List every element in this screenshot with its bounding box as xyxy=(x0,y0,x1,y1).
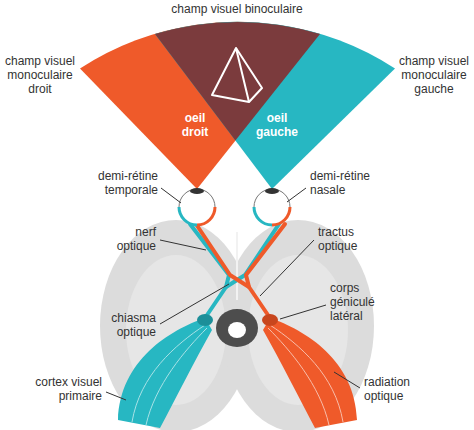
fibre xyxy=(246,224,285,318)
leader-line xyxy=(260,240,314,296)
part-label: chiasma optique xyxy=(96,312,156,340)
part-label: demi-rétine nasale xyxy=(310,170,400,198)
right-optic-radiation xyxy=(263,318,357,428)
leader-line xyxy=(280,305,326,319)
lens xyxy=(190,188,204,194)
leader-line xyxy=(334,372,360,388)
binocular-field xyxy=(155,22,320,141)
fibre xyxy=(190,224,229,318)
part-label: nerf optique xyxy=(100,226,156,254)
left-lgn xyxy=(197,314,213,326)
field-label: champ visuel monoculaire droit xyxy=(2,55,78,96)
part-label: corps géniculé latéral xyxy=(330,282,390,323)
field-label: champ visuel monoculaire gauche xyxy=(396,55,472,96)
right-lgn xyxy=(262,314,278,326)
brainstem xyxy=(216,309,258,347)
temporal-retina xyxy=(272,207,290,225)
eye-label: oeil droit xyxy=(172,112,218,140)
fibre xyxy=(146,328,207,425)
leader-line xyxy=(160,240,206,250)
brainstem-core xyxy=(228,322,246,338)
leader-line xyxy=(160,284,229,324)
fibre xyxy=(196,224,249,287)
left-eye-field xyxy=(155,22,395,189)
leader-lines xyxy=(106,188,360,400)
pyramid-icon xyxy=(212,48,262,102)
part-label: tractus optique xyxy=(318,226,378,254)
leader-line xyxy=(161,188,181,203)
fibre xyxy=(268,328,329,425)
left-eye xyxy=(254,189,290,225)
eye-label: oeil gauche xyxy=(254,112,300,140)
pyramid-face xyxy=(212,48,249,102)
lens xyxy=(265,188,279,194)
temporal-retina xyxy=(179,207,197,225)
nasal-retina xyxy=(254,207,272,225)
right-eye xyxy=(179,189,215,225)
pyramid-edge xyxy=(236,48,262,102)
part-label: demi-rétine temporale xyxy=(62,170,158,198)
part-label: radiation optique xyxy=(364,376,434,404)
leader-line xyxy=(106,392,126,400)
nasal-retina xyxy=(197,207,215,225)
field-title: champ visuel binoculaire xyxy=(87,3,387,17)
part-label: cortex visuel primaire xyxy=(10,376,102,404)
leader-line xyxy=(287,188,306,202)
optic-fibres xyxy=(190,224,285,318)
midline xyxy=(236,232,238,300)
